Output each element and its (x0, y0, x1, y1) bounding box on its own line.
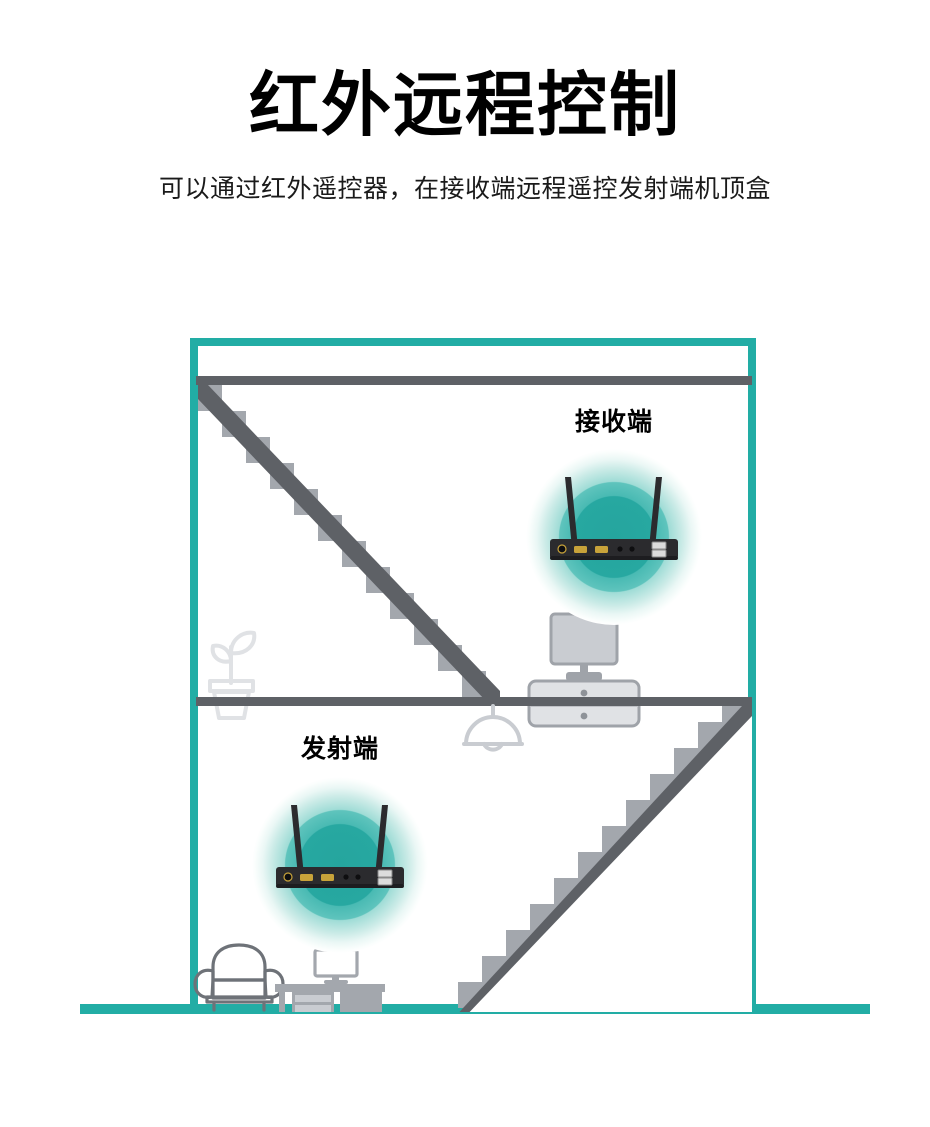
receiver-antennas (565, 477, 662, 548)
upper-ceiling-beam (196, 376, 752, 385)
staircase-ascending (458, 706, 752, 1012)
left-wall (190, 338, 198, 1012)
receiver-body (550, 539, 678, 559)
transmitter-body (276, 867, 404, 887)
page-subtitle: 可以通过红外遥控器，在接收端远程遥控发射端机顶盒 (158, 175, 771, 203)
transmitter-antennas (291, 805, 388, 876)
receiver-label: 接收端 (575, 408, 653, 436)
mid-floor-slab (196, 697, 752, 706)
header: 红外远程控制 可以通过红外遥控器，在接收端远程遥控发射端机顶盒 (0, 0, 930, 206)
house-illustration: 接收端 (0, 320, 930, 1050)
receiver-device[interactable] (526, 449, 702, 625)
roof-wall (190, 338, 756, 346)
armchair (193, 943, 285, 1012)
staircase-descending (198, 385, 500, 701)
receiver-signal-glow (526, 449, 702, 625)
tv-on-cabinet (527, 612, 641, 728)
staircase-stringer-lower (459, 706, 752, 1012)
staircase-stringer (198, 385, 500, 701)
transmitter-label: 发射端 (300, 734, 379, 763)
desk-with-monitor (275, 948, 385, 1012)
transmitter-device[interactable] (252, 777, 428, 953)
potted-plant (208, 630, 257, 720)
right-wall (748, 338, 756, 1012)
page-title: 红外远程控制 (249, 66, 681, 144)
transmitter-signal-glow (252, 777, 428, 953)
pendant-lamp (462, 704, 524, 752)
